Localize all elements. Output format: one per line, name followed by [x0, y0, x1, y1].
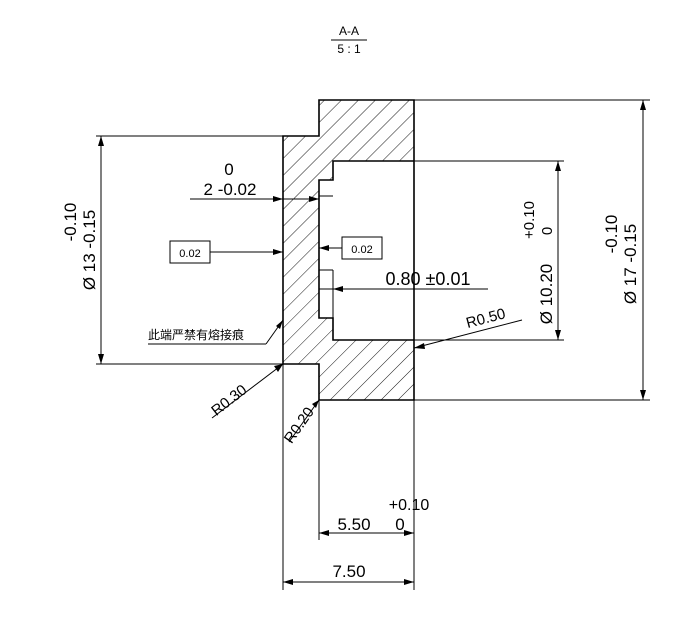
section-label: A-A — [339, 24, 359, 38]
right-diameter-value: Ø 17 -0.15 — [621, 224, 640, 304]
scale-label: 5 : 1 — [337, 42, 361, 56]
depth-tol-upper: +0.10 — [389, 497, 430, 514]
left-tolerance-value: 0.02 — [179, 248, 200, 260]
right-tolerance-value: 0.02 — [351, 244, 372, 256]
right-diameter-tol: -0.10 — [602, 215, 621, 254]
dim-bore-diameter: +0.10 0 Ø 10.20 — [414, 160, 564, 341]
weld-note-text: 此端严禁有熔接痕 — [148, 327, 244, 342]
dim-left-diameter: -0.10 Ø 13 -0.15 — [61, 135, 283, 365]
left-diameter-tol: -0.10 — [61, 203, 80, 242]
r030-value: R0.30 — [208, 381, 250, 419]
dim-r020: R0.20 — [281, 399, 320, 447]
r020-value: R0.20 — [281, 404, 318, 447]
dim-r030: R0.30 — [208, 363, 284, 419]
wall-tol-upper: 0 — [224, 160, 233, 179]
tolerance-right: 0.02 — [319, 236, 383, 260]
part-hatched-body — [283, 100, 414, 400]
part-outline — [282, 99, 415, 401]
dim-depth: +0.10 5.50 0 — [318, 400, 430, 590]
tolerance-left: 0.02 — [169, 240, 283, 264]
depth-tol-lower: 0 — [395, 515, 404, 534]
left-diameter-value: Ø 13 -0.15 — [80, 210, 99, 290]
view-label: A-A 5 : 1 — [331, 24, 367, 56]
r050-value: R0.50 — [464, 305, 507, 332]
dim-length: 7.50 — [282, 364, 414, 590]
dim-r050: R0.50 — [413, 305, 523, 349]
groove-value: 0.80 ±0.01 — [386, 269, 471, 289]
bore-value: Ø 10.20 — [537, 264, 556, 325]
length-value: 7.50 — [332, 562, 365, 581]
wall-value: 2 -0.02 — [204, 180, 257, 199]
weld-note: 此端严禁有熔接痕 — [148, 319, 284, 345]
bore-tol-lower: 0 — [539, 227, 556, 235]
dim-right-diameter: -0.10 Ø 17 -0.15 — [414, 99, 650, 401]
depth-value: 5.50 — [337, 515, 370, 534]
part-section — [282, 99, 415, 401]
bore-tol-upper: +0.10 — [521, 201, 538, 239]
dim-wall-thickness: 0 2 -0.02 — [190, 160, 319, 202]
bore-outline — [318, 160, 414, 341]
dim-groove: 0.80 ±0.01 — [319, 269, 488, 292]
